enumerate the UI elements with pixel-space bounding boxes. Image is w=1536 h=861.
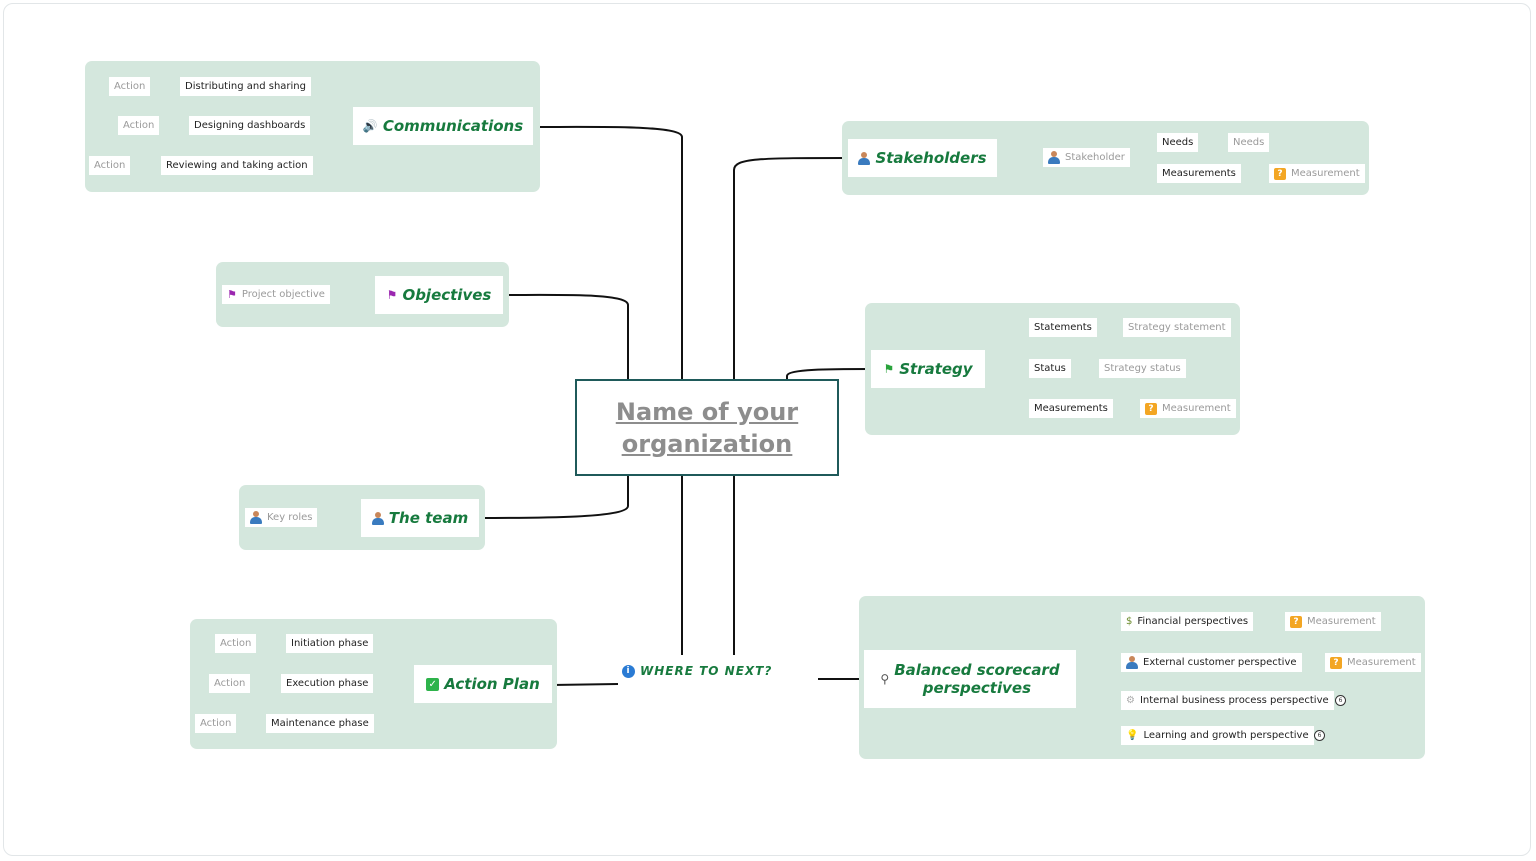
topic-strategy[interactable]: ⚑ Strategy <box>871 350 985 388</box>
central-topic[interactable]: Name of your organization <box>575 379 839 476</box>
link-stakeholders <box>733 157 849 379</box>
person-icon <box>858 151 871 165</box>
objective-child[interactable]: ⚑ Project objective <box>222 285 330 304</box>
where-to-next-topic[interactable]: i WHERE TO NEXT? <box>622 659 772 683</box>
money-bag-icon: $ <box>1126 616 1133 627</box>
person-icon <box>1126 656 1138 669</box>
stakeholder-measurement-value[interactable]: ? Measurement <box>1269 164 1365 183</box>
bsc-internal-process[interactable]: ⚙ Internal business process perspective <box>1121 691 1334 710</box>
bsc-financial[interactable]: $ Financial perspectives <box>1121 612 1254 631</box>
stakeholder-measurements[interactable]: Measurements <box>1157 164 1241 183</box>
topic-action-plan[interactable]: ✓ Action Plan <box>414 665 552 703</box>
ap-action-3[interactable]: Action <box>195 714 237 733</box>
topic-balanced-scorecard[interactable]: ⚲ Balanced scorecard perspectives <box>864 650 1076 708</box>
ap-item-maintenance[interactable]: Maintenance phase <box>266 714 374 733</box>
comm-item-distributing[interactable]: Distributing and sharing <box>180 77 311 96</box>
central-title: Name of your organization <box>615 397 799 458</box>
balanced-label: Balanced scorecard perspectives <box>894 661 1060 697</box>
topic-stakeholders[interactable]: Stakeholders <box>848 139 997 177</box>
stakeholder-child[interactable]: Stakeholder <box>1043 148 1130 167</box>
topic-communications[interactable]: 🔊 Communications <box>353 107 533 145</box>
comm-action-2[interactable]: Action <box>118 116 160 135</box>
info-icon: i <box>622 664 635 678</box>
flag-icon: ⚑ <box>227 288 237 301</box>
measurement-icon: ? <box>1274 167 1286 180</box>
magnifier-icon: ⚲ <box>880 672 890 686</box>
flag-icon: ⚑ <box>883 362 895 376</box>
topic-team[interactable]: The team <box>361 499 479 537</box>
person-icon <box>1048 151 1060 164</box>
measurement-icon: ? <box>1290 615 1302 628</box>
strategy-measurements[interactable]: Measurements <box>1029 399 1113 418</box>
topic-objectives[interactable]: ⚑ Objectives <box>375 276 503 314</box>
strategy-status-value[interactable]: Strategy status <box>1099 359 1186 378</box>
bsc-learning-growth[interactable]: 💡 Learning and growth perspective <box>1121 726 1314 745</box>
person-icon <box>250 511 262 524</box>
ap-action-1[interactable]: Action <box>215 634 257 653</box>
measurement-icon: ? <box>1145 402 1157 415</box>
where-to-next-label: WHERE TO NEXT? <box>640 664 773 678</box>
measurement-icon: ? <box>1330 656 1342 669</box>
strategy-statement-value[interactable]: Strategy statement <box>1123 318 1231 337</box>
lightbulb-icon: 💡 <box>1126 730 1139 741</box>
checkbox-icon: ✓ <box>426 677 440 691</box>
strategy-status[interactable]: Status <box>1029 359 1071 378</box>
link-objectives <box>502 293 629 379</box>
link-strategy <box>786 368 872 379</box>
person-icon <box>371 511 384 525</box>
strategy-measurement-value[interactable]: ? Measurement <box>1140 399 1236 418</box>
speaker-icon: 🔊 <box>362 119 378 133</box>
ap-item-initiation[interactable]: Initiation phase <box>286 634 374 653</box>
team-child[interactable]: Key roles <box>245 508 318 527</box>
ap-action-2[interactable]: Action <box>209 674 251 693</box>
collapsed-count-badge[interactable]: 6 <box>1314 730 1325 741</box>
link-communications <box>532 125 683 379</box>
flag-icon: ⚑ <box>386 288 398 302</box>
comm-action-3[interactable]: Action <box>89 156 131 175</box>
bsc-customer-measurement[interactable]: ? Measurement <box>1325 653 1421 672</box>
strategy-statements[interactable]: Statements <box>1029 318 1097 337</box>
bsc-customer[interactable]: External customer perspective <box>1121 653 1302 672</box>
link-action-plan <box>551 683 619 686</box>
comm-action-1[interactable]: Action <box>109 77 151 96</box>
ap-item-execution[interactable]: Execution phase <box>281 674 374 693</box>
stakeholder-needs[interactable]: Needs <box>1157 133 1199 152</box>
collapsed-count-badge[interactable]: 6 <box>1335 695 1346 706</box>
comm-item-designing[interactable]: Designing dashboards <box>189 116 311 135</box>
comm-item-reviewing[interactable]: Reviewing and taking action <box>161 156 313 175</box>
link-team <box>478 476 629 519</box>
bsc-financial-measurement[interactable]: ? Measurement <box>1285 612 1381 631</box>
gear-icon: ⚙ <box>1126 695 1135 706</box>
stakeholder-needs-value[interactable]: Needs <box>1228 133 1270 152</box>
